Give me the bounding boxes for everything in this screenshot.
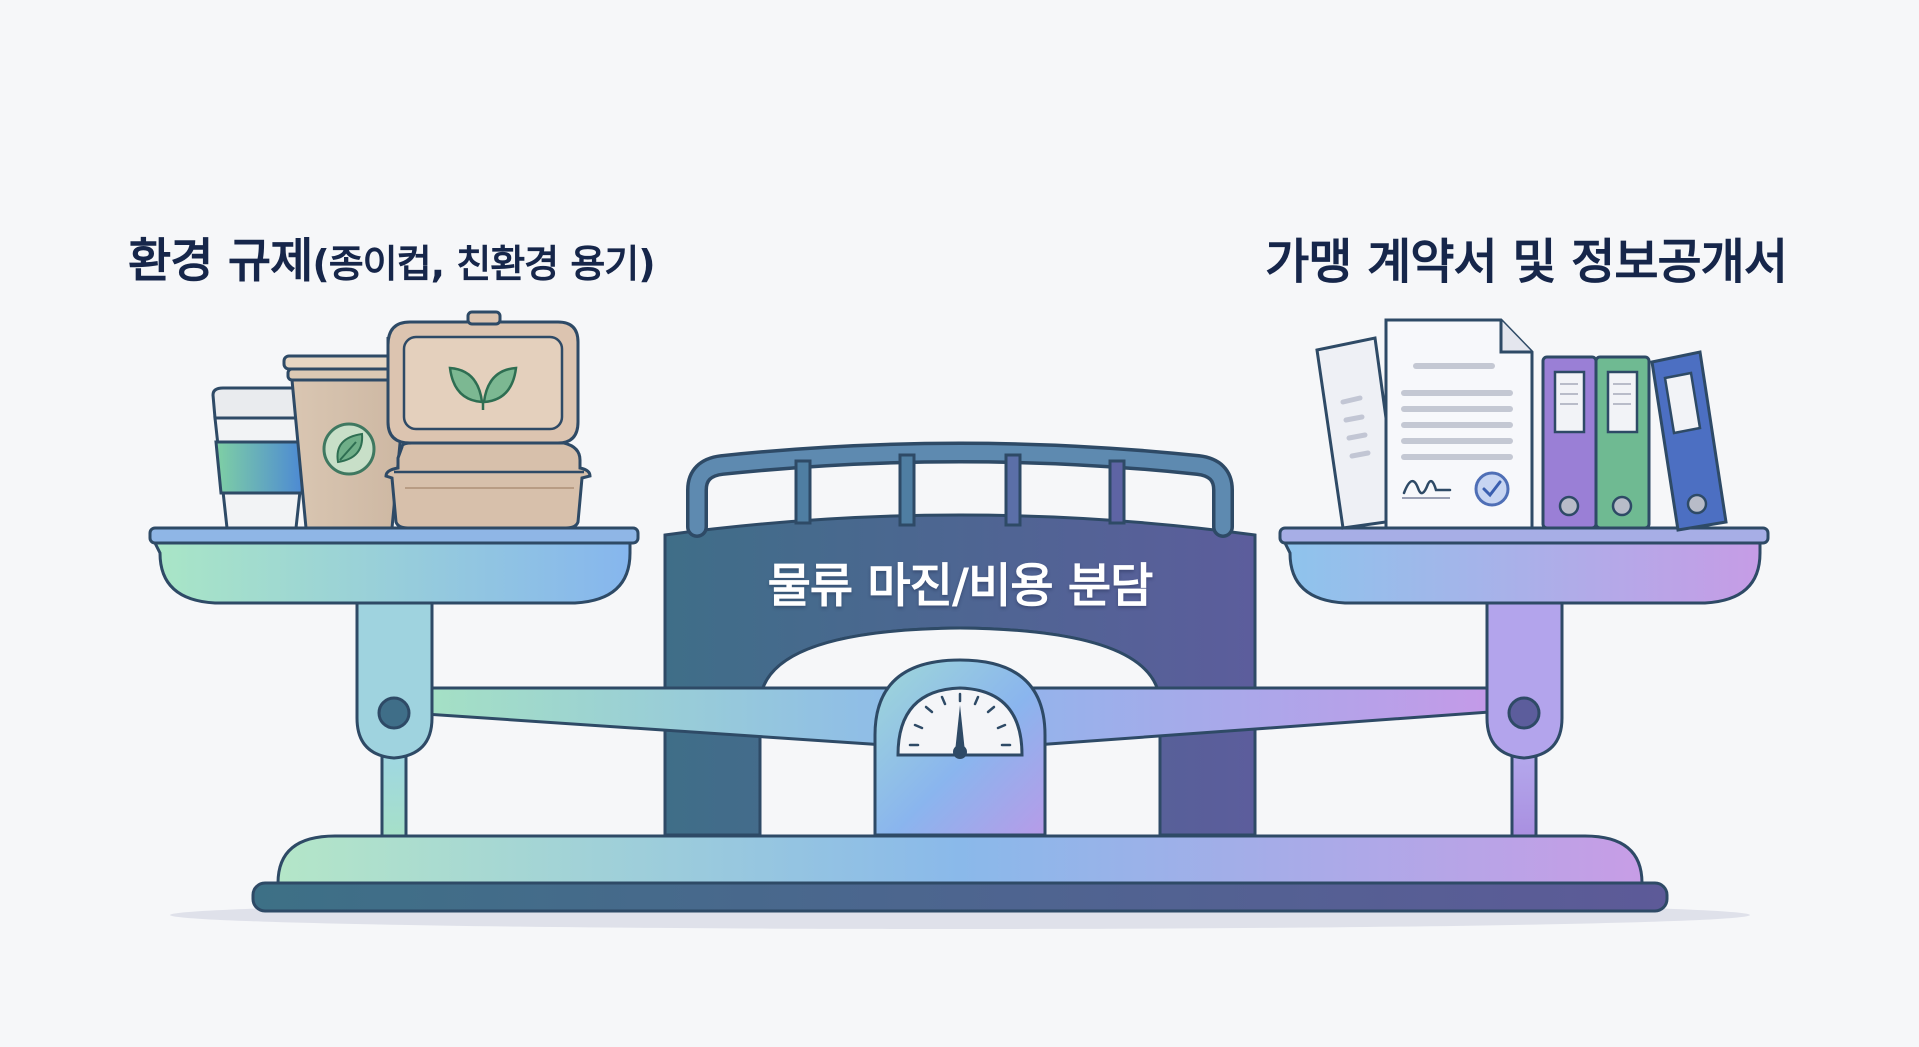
contract-document-icon bbox=[1384, 318, 1534, 530]
top-rail bbox=[686, 441, 1234, 538]
signature-icon bbox=[1402, 479, 1452, 499]
center-label: 물류 마진/비용 분담 bbox=[767, 559, 1154, 614]
left-pan-label: 환경 규제(종이컵, 친환경 용기) bbox=[128, 234, 656, 289]
seal-check-icon bbox=[1474, 471, 1510, 507]
base bbox=[251, 834, 1669, 913]
gauge-icon bbox=[873, 658, 1047, 837]
binder-icon bbox=[1541, 350, 1728, 532]
paper-cup-icon bbox=[282, 354, 416, 530]
right-pan-label: 가맹 계약서 및 정보공개서 bbox=[1265, 234, 1788, 290]
right-pan bbox=[1278, 526, 1770, 605]
right-stem bbox=[1485, 598, 1564, 839]
left-pan bbox=[148, 526, 640, 605]
left-stem bbox=[355, 598, 434, 839]
food-container-icon bbox=[384, 310, 592, 530]
